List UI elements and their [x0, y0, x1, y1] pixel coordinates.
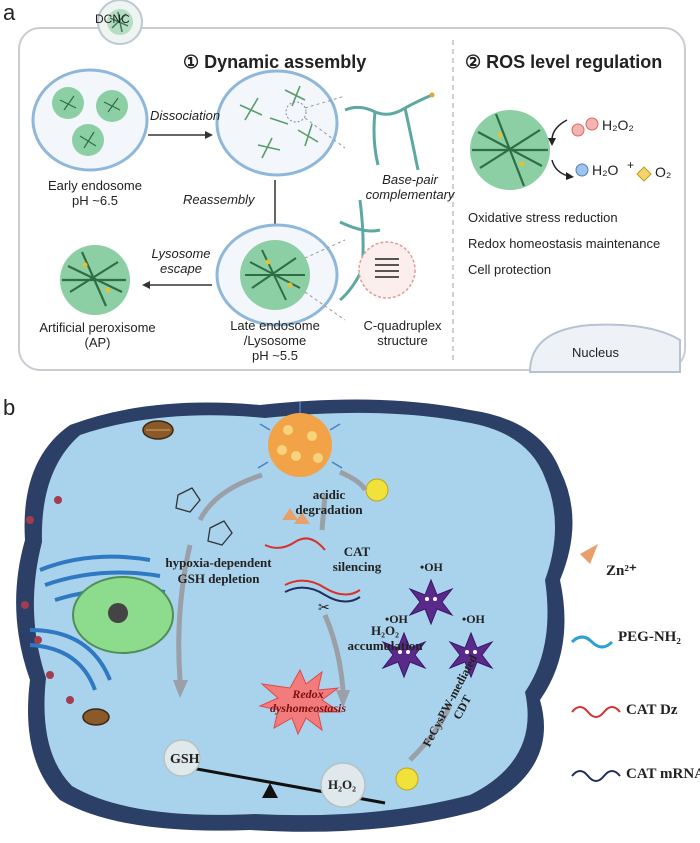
legend-catmrna-label: CAT mRNA: [626, 766, 700, 782]
panel-a-letter: a: [3, 0, 16, 25]
nucleus-label: Nucleus: [572, 345, 619, 360]
gsh-label: GSH: [170, 752, 200, 767]
h2o-label: H₂O: [592, 162, 619, 178]
legend-zn-label: Zn²⁺: [606, 563, 637, 579]
svg-text:✂: ✂: [318, 599, 330, 615]
oh-radical-label: •OH: [385, 612, 408, 626]
legend-peg-label: PEG-NH₂: [618, 629, 681, 645]
dissociation-label: Dissociation: [150, 108, 221, 123]
cat-mrna-wave-icon: [571, 770, 621, 782]
section2-title: ② ROS level regulation: [465, 52, 663, 72]
legend-catdz-label: CAT Dz: [626, 702, 678, 718]
effect-item: Oxidative stress reduction: [468, 210, 618, 225]
plus-label: +: [627, 158, 635, 172]
h2o2-ball-label: H₂O₂: [328, 777, 357, 792]
panel-a-graphics: [31, 0, 681, 373]
panel-b-letter: b: [3, 395, 16, 420]
section1-title: ① Dynamic assembly: [183, 52, 367, 72]
panel-b-graphics: ✂: [16, 399, 621, 832]
dcnc-label: DCNC: [95, 12, 130, 26]
cat-dz-wave-icon: [571, 706, 621, 718]
h2o2-label: H₂O₂: [602, 117, 634, 133]
oh-radical-label: •OH: [420, 560, 443, 574]
peg-wave-icon: [570, 635, 614, 649]
effect-item: Redox homeostasis maintenance: [468, 236, 661, 251]
zinc-ion-triangle-icon: [580, 544, 598, 564]
artificial-peroxisome-label: Artificial peroxisome(AP): [39, 320, 156, 350]
reassembly-label: Reassembly: [183, 192, 255, 207]
effect-item: Cell protection: [468, 262, 552, 277]
o2-label: O₂: [655, 164, 672, 180]
oh-radical-label: •OH: [462, 612, 485, 626]
